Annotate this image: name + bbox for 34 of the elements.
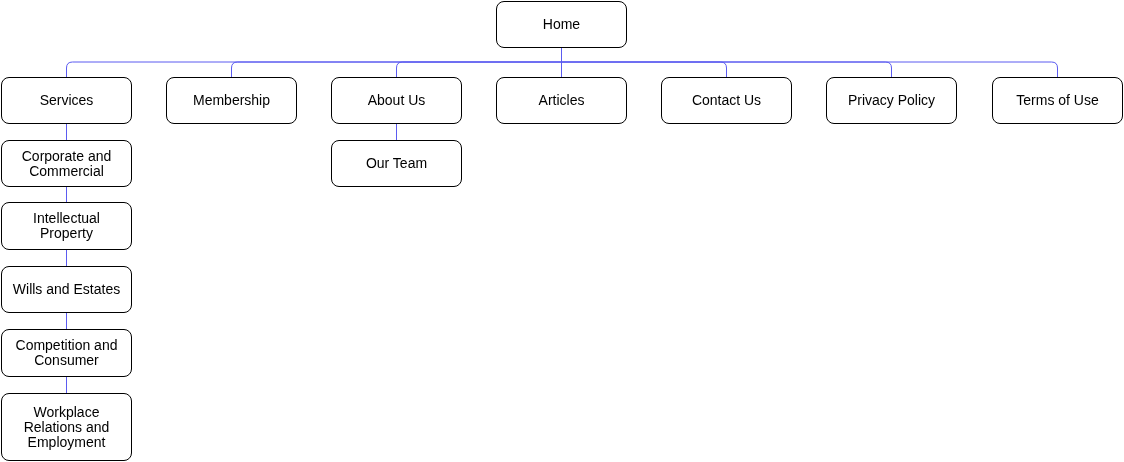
page-title: Competition and Consumer bbox=[14, 338, 119, 368]
page-box bbox=[1, 140, 132, 187]
page-box bbox=[1, 393, 132, 461]
page-title: Membership bbox=[193, 93, 270, 108]
page-title: Privacy Policy bbox=[847, 93, 936, 108]
connector-line bbox=[66, 249, 67, 267]
page-title: Contact Us bbox=[691, 93, 762, 108]
page-box bbox=[992, 77, 1123, 124]
page-box bbox=[826, 77, 957, 124]
page-box bbox=[331, 77, 462, 124]
page-title: Home bbox=[542, 17, 581, 32]
page-title: Services bbox=[39, 93, 94, 108]
page-box bbox=[166, 77, 297, 124]
connector-line bbox=[66, 186, 67, 203]
page-title: Wills and Estates bbox=[12, 282, 121, 297]
page-title: Our Team bbox=[365, 156, 428, 171]
page-box bbox=[496, 1, 627, 48]
page-title: Articles bbox=[538, 93, 585, 108]
page-title: Workplace Relations and Employment bbox=[22, 404, 111, 450]
connector-line bbox=[66, 123, 67, 141]
page-title: Corporate and Commercial bbox=[20, 148, 113, 179]
page-box bbox=[1, 77, 132, 124]
connector-line bbox=[66, 376, 67, 394]
page-title: Terms of Use bbox=[1016, 93, 1099, 108]
page-box bbox=[1, 202, 132, 250]
page-title: Intellectual Property bbox=[32, 211, 101, 241]
page-title: About Us bbox=[367, 93, 426, 108]
page-box bbox=[1, 266, 132, 313]
page-box bbox=[331, 140, 462, 187]
connector-line bbox=[66, 312, 67, 330]
page-box bbox=[661, 77, 792, 124]
page-box bbox=[496, 77, 627, 124]
page-box bbox=[1, 329, 132, 377]
connector-line bbox=[396, 123, 397, 141]
